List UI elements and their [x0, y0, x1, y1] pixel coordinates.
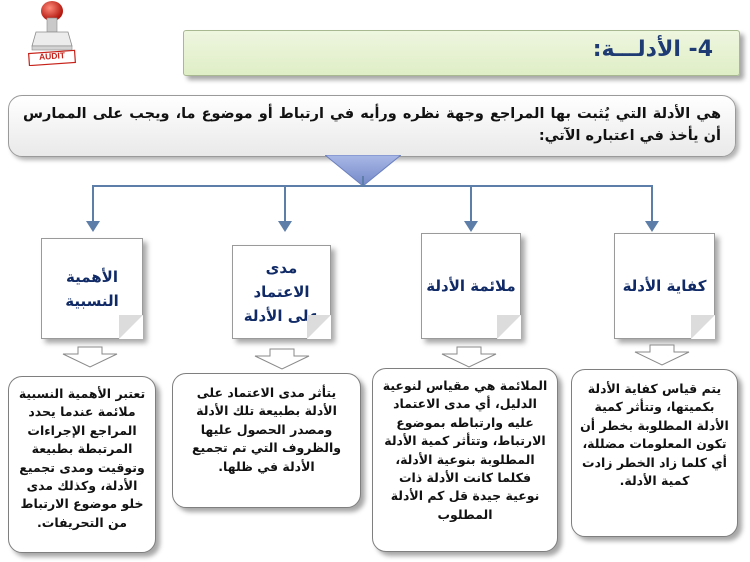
- factor-description: يتأثر مدى الاعتماد على الأدلة بطبيعة تلك…: [181, 384, 352, 476]
- connector-drop-2: [470, 186, 472, 224]
- arrowhead-icon: [278, 221, 292, 233]
- factor-card-materiality: الأهمية النسبية: [41, 238, 143, 339]
- connector-drop-1: [651, 186, 653, 224]
- factor-card-reliability: مدى الاعتماد على الأدلة: [232, 245, 331, 339]
- audit-stamp-icon: AUDIT: [22, 0, 82, 66]
- factor-description: تعتبر الأهمية النسبية ملائمة عندما يحدد …: [17, 385, 147, 532]
- arrowhead-icon: [464, 221, 478, 233]
- down-arrow-icon: [440, 346, 498, 368]
- factor-description-box: تعتبر الأهمية النسبية ملائمة عندما يحدد …: [8, 376, 156, 553]
- definition-text: هي الأدلة التي يُثبت بها المراجع وجهة نظ…: [23, 103, 721, 147]
- down-arrow-icon: [253, 348, 311, 370]
- connector-drop-4: [92, 186, 94, 224]
- header-bar: 4- الأدلـــة:: [183, 30, 740, 76]
- factor-card-sufficiency: كفاية الأدلة: [614, 233, 715, 339]
- factor-description: يتم قياس كفاية الأدلة بكميتها، وتتأثر كم…: [580, 380, 729, 490]
- factor-title: كفاية الأدلة: [619, 234, 710, 338]
- down-arrow-icon: [633, 344, 691, 366]
- factor-description: الملائمة هي مقياس لنوعية الدليل، أي مدى …: [381, 377, 549, 524]
- arrowhead-icon: [86, 221, 100, 233]
- section-title: 4- الأدلـــة:: [593, 37, 713, 62]
- factor-card-appropriateness: ملائمة الأدلة: [421, 233, 521, 339]
- connector-horizontal: [92, 185, 653, 187]
- factor-description-box: يتأثر مدى الاعتماد على الأدلة بطبيعة تلك…: [172, 373, 361, 508]
- factor-description-box: يتم قياس كفاية الأدلة بكميتها، وتتأثر كم…: [571, 369, 738, 537]
- connector-drop-3: [284, 186, 286, 224]
- definition-box: هي الأدلة التي يُثبت بها المراجع وجهة نظ…: [8, 95, 736, 157]
- factor-title: ملائمة الأدلة: [426, 234, 516, 338]
- factor-title: مدى الاعتماد على الأدلة: [237, 246, 326, 338]
- factor-title: الأهمية النسبية: [46, 239, 138, 338]
- factor-description-box: الملائمة هي مقياس لنوعية الدليل، أي مدى …: [372, 368, 558, 552]
- down-arrow-icon: [61, 346, 119, 368]
- arrowhead-icon: [645, 221, 659, 233]
